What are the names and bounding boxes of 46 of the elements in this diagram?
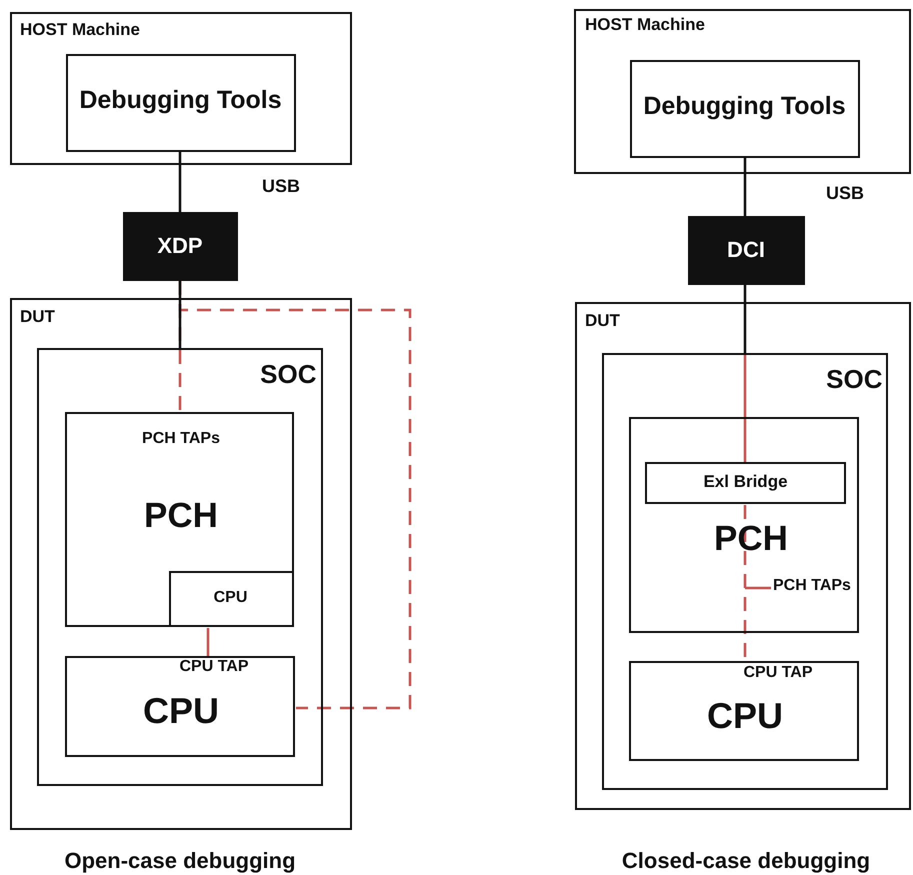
node-title: SOC — [260, 360, 316, 390]
cpu-box — [629, 661, 859, 761]
pch-box — [629, 417, 859, 633]
interface-label: USB — [262, 176, 300, 197]
connector-line — [206, 628, 210, 657]
debugging-tools-box — [66, 54, 296, 152]
node-title: Debugging Tools — [643, 92, 846, 120]
dut-box — [575, 302, 911, 810]
cpu-box — [65, 656, 295, 757]
node-title: DUT — [20, 307, 55, 327]
node-title: HOST Machine — [20, 20, 140, 40]
pch-box — [65, 412, 294, 627]
tap-label: CPU TAP — [179, 658, 249, 676]
bridge-box — [644, 462, 846, 504]
node-title: HOST Machine — [585, 15, 705, 35]
node-title: CPU — [214, 588, 248, 607]
tap-label: CPU TAP — [743, 664, 813, 682]
node-title: DUT — [585, 311, 620, 331]
xdp-box — [123, 212, 238, 281]
host-machine-box — [574, 9, 911, 174]
dci-box — [688, 216, 805, 285]
tap-label: PCH TAPs — [142, 430, 220, 448]
soc-box — [602, 352, 888, 790]
node-title: SOC — [826, 364, 882, 394]
host-machine-box — [10, 12, 352, 165]
node-title: PCH — [144, 496, 218, 536]
tap-label: PCH TAPs — [773, 577, 851, 596]
node-title: CPU — [143, 690, 219, 732]
node-title: DCI — [727, 237, 765, 262]
dut-box — [10, 298, 352, 830]
diagram-caption: Open-case debugging — [64, 848, 296, 874]
node-title: Debugging Tools — [79, 86, 282, 114]
node-title: PCH — [714, 519, 788, 560]
node-title: XDP — [157, 233, 203, 258]
connector-line — [744, 285, 746, 353]
debugging-tools-box — [630, 60, 860, 158]
connector-line — [178, 281, 182, 348]
soc-box — [36, 348, 322, 786]
cpu-block — [168, 570, 294, 626]
diagram-caption: Closed-case debugging — [622, 848, 870, 874]
connector-line — [178, 152, 182, 212]
node-title: CPU — [707, 695, 783, 736]
node-title: Exl Bridge — [703, 472, 788, 492]
connector-line — [744, 158, 746, 216]
interface-label: USB — [826, 183, 864, 204]
connector-line — [744, 353, 746, 463]
